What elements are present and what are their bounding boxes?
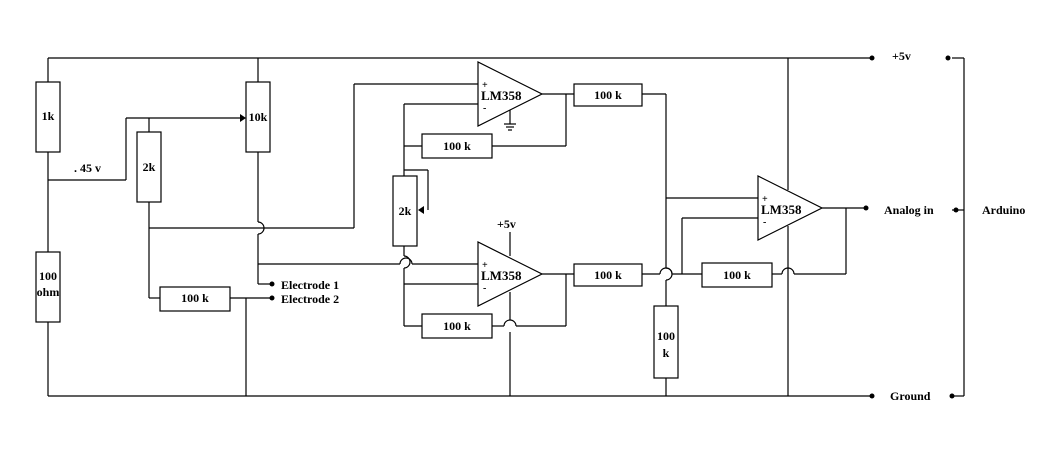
u2-minus-sign: - <box>483 283 486 294</box>
label-r100k-ground-line2: k <box>663 346 670 360</box>
u2-label: LM358 <box>481 268 522 283</box>
label-r100k-out-bot: 100 k <box>594 268 622 282</box>
resistor-100k-out-top <box>573 83 643 107</box>
resistor-2k-gain <box>392 175 418 247</box>
u3-plus-sign: + <box>762 194 768 205</box>
analog-dot-right[interactable] <box>953 207 959 213</box>
label-r100k-fb-bot: 100 k <box>443 319 471 333</box>
divider-network <box>35 58 478 396</box>
label-045v: . 45 v <box>74 161 101 175</box>
u1-label: LM358 <box>481 88 522 103</box>
label-electrode1: Electrode 1 <box>281 278 339 292</box>
resistor-100k-ground <box>653 305 679 379</box>
resistor-1k <box>35 81 61 153</box>
label-r100-ohm-line2: ohm <box>37 285 60 299</box>
opamp-u1 <box>403 61 574 214</box>
label-supply-u2: +5v <box>497 217 516 231</box>
label-r100k-fb-top: 100 k <box>443 139 471 153</box>
label-r1k: 1k <box>42 109 55 123</box>
resistor-100k-fb-bot <box>421 313 493 339</box>
label-plus5v: +5v <box>892 49 911 63</box>
label-arduino: Arduino <box>982 203 1025 217</box>
label-r100k-out-top: 100 k <box>594 88 622 102</box>
label-electrode2: Electrode 2 <box>281 292 339 306</box>
ground-dot-left[interactable] <box>869 393 875 399</box>
wiper-arrow-10k <box>240 114 246 122</box>
label-analog-in: Analog in <box>884 203 934 217</box>
u2-plus-sign: + <box>482 260 488 271</box>
ground-dot-right[interactable] <box>949 393 955 399</box>
diff-stage <box>573 83 847 396</box>
label-r2k-gain: 2k <box>399 204 412 218</box>
electrode2-terminal[interactable] <box>269 295 275 301</box>
label-r100-ohm-line1: 100 <box>39 269 57 283</box>
label-r100k-bias: 100 k <box>181 291 209 305</box>
analog-dot-left[interactable] <box>863 205 869 211</box>
resistor-100k-bias <box>159 286 231 312</box>
opamp-u2 <box>403 232 574 396</box>
resistor-100k-fb-final <box>701 262 773 288</box>
arduino-header <box>863 55 965 399</box>
label-r2k-left: 2k <box>143 160 156 174</box>
label-r100k-fb-final: 100 k <box>723 268 751 282</box>
resistor-100k-out-bot <box>573 263 643 287</box>
u3-minus-sign: - <box>763 217 766 228</box>
label-r10k: 10k <box>249 110 268 124</box>
label-r100k-ground-line1: 100 <box>657 329 675 343</box>
u1-plus-sign: + <box>482 80 488 91</box>
gain-pot <box>392 170 418 284</box>
plus5v-dot-right[interactable] <box>945 55 951 61</box>
label-ground: Ground <box>890 389 931 403</box>
u1-minus-sign: - <box>483 103 486 114</box>
u3-label: LM358 <box>761 202 802 217</box>
opamp-u3 <box>757 58 866 396</box>
plus5v-dot-left[interactable] <box>869 55 875 61</box>
resistor-100k-fb-top <box>421 133 493 159</box>
electrode1-terminal[interactable] <box>269 281 275 287</box>
